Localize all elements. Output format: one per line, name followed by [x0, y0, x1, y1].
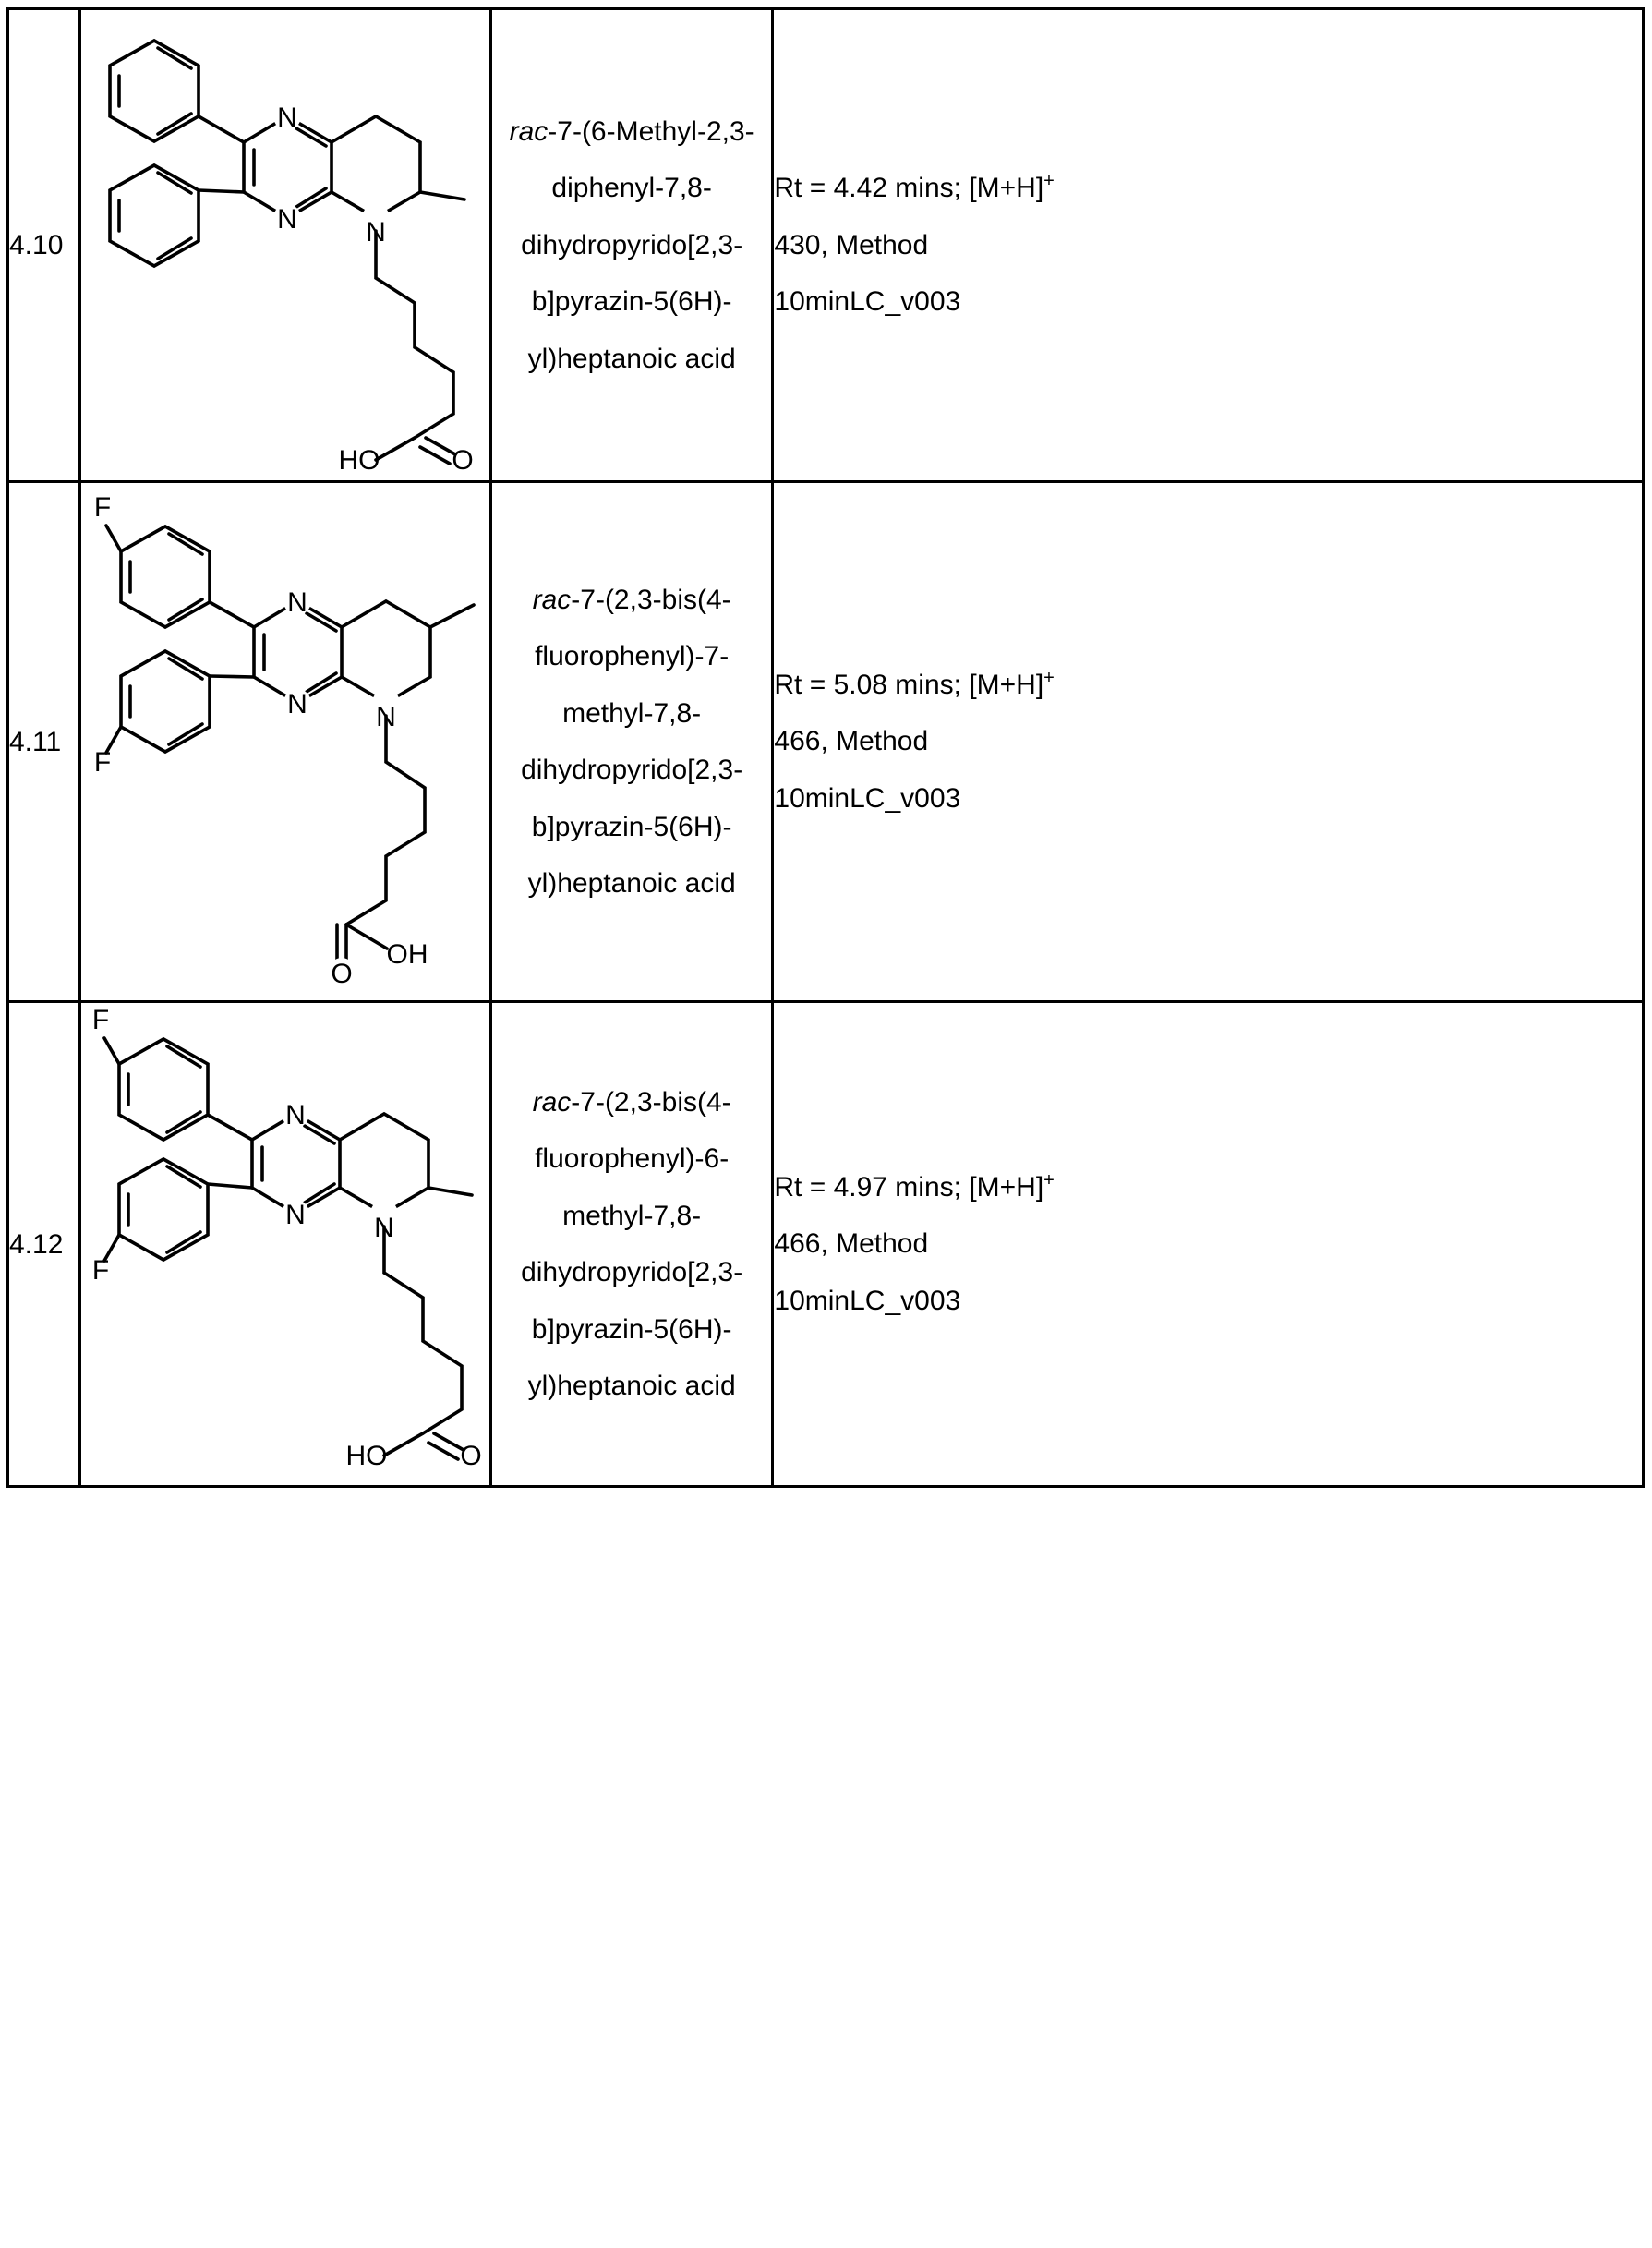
compound-name-cell-4-10: rac-7-(6-Methyl-2,3- diphenyl-7,8- dihyd…	[488, 7, 775, 483]
rt-line: 10minLC_v003	[774, 1285, 961, 1316]
atom-label-o: O	[460, 1441, 481, 1471]
charge-superscript: +	[1043, 667, 1055, 688]
rt-line: 10minLC_v003	[774, 286, 961, 318]
name-line: b]pyrazin-5(6H)-	[531, 286, 732, 318]
name-line: yl)heptanoic acid	[527, 1371, 736, 1401]
atom-label-n-top: N	[277, 103, 297, 133]
name-line: fluorophenyl)-6-	[535, 1143, 730, 1174]
name-line: yl)heptanoic acid	[527, 868, 736, 899]
atom-label-n-bottom: N	[277, 204, 297, 235]
atom-label-o: O	[331, 959, 352, 989]
table-row: 4.11	[6, 480, 1645, 1003]
atom-label-n-bottom: N	[287, 689, 307, 719]
structure-cell-4-10: N N N HO O	[78, 7, 492, 483]
rt-line: Rt = 5.08 mins; [M+H]+	[774, 657, 1642, 714]
name-line: rac-7-(2,3-bis(4-	[492, 1074, 772, 1131]
atom-label-n-amine: N	[374, 1213, 394, 1243]
name-line: b]pyrazin-5(6H)-	[531, 1313, 732, 1345]
compound-number: 4.11	[9, 726, 62, 757]
name-line: rac-7-(2,3-bis(4-	[492, 572, 772, 629]
rac-prefix: rac	[532, 584, 572, 615]
structure-4-11: N N N F F O OH	[94, 492, 476, 989]
compound-number-cell: 4.11	[6, 480, 82, 1003]
atom-label-n-amine: N	[376, 702, 396, 732]
rac-prefix: rac	[509, 115, 549, 147]
name-line: fluorophenyl)-7-	[535, 641, 730, 671]
name-line: methyl-7,8-	[562, 1200, 702, 1231]
compound-number: 4.12	[9, 1228, 64, 1260]
atom-label-n-bottom: N	[285, 1200, 306, 1230]
atom-label-f-bottom: F	[94, 747, 111, 778]
rt-line: 10minLC_v003	[774, 782, 961, 814]
name-line: rac-7-(6-Methyl-2,3-	[492, 103, 772, 161]
rt-line: Rt = 4.42 mins; [M+H]+	[774, 160, 1642, 217]
structure-4-10: N N N HO O	[108, 38, 474, 476]
structure-cell-4-11: N N N F F O OH	[78, 480, 492, 1003]
rt-line: 430, Method	[774, 229, 929, 260]
table-row: 4.12	[6, 1000, 1645, 1488]
charge-superscript: +	[1043, 1169, 1055, 1190]
name-line-1-rest: -7-(2,3-bis(4-	[571, 1086, 731, 1118]
name-line-1-rest: -7-(6-Methyl-2,3-	[548, 115, 754, 147]
table-row: 4.10	[6, 7, 1645, 483]
structure-4-12: N N N F F HO O	[92, 1007, 482, 1471]
atom-label-f-top: F	[92, 1007, 109, 1035]
rt-line: 466, Method	[774, 726, 929, 757]
compound-table: 4.10	[6, 7, 1645, 1488]
compound-number: 4.10	[9, 230, 64, 260]
atom-label-f-bottom: F	[92, 1255, 109, 1286]
name-line: methyl-7,8-	[562, 697, 702, 729]
atom-label-ho: HO	[339, 445, 380, 476]
name-line-1-rest: -7-(2,3-bis(4-	[571, 584, 731, 615]
compound-name-cell-4-11: rac-7-(2,3-bis(4- fluorophenyl)-7- methy…	[488, 480, 775, 1003]
compound-name-cell-4-12: rac-7-(2,3-bis(4- fluorophenyl)-6- methy…	[488, 1000, 775, 1488]
rt-line: 466, Method	[774, 1228, 929, 1260]
name-line: dihydropyrido[2,3-	[521, 755, 743, 785]
analytical-data-cell-4-11: Rt = 5.08 mins; [M+H]+ 466, Method 10min…	[771, 480, 1645, 1003]
rt-text: Rt = 5.08 mins; [M+H]	[774, 669, 1044, 700]
analytical-data-cell-4-10: Rt = 4.42 mins; [M+H]+ 430, Method 10min…	[771, 7, 1645, 483]
atom-label-ho: HO	[346, 1441, 388, 1471]
name-line: diphenyl-7,8-	[551, 173, 712, 204]
atom-label-oh: OH	[387, 939, 428, 970]
rt-line: Rt = 4.97 mins; [M+H]+	[774, 1159, 1642, 1216]
compound-number-cell: 4.10	[6, 7, 82, 483]
charge-superscript: +	[1043, 171, 1055, 192]
rt-text: Rt = 4.42 mins; [M+H]	[774, 173, 1044, 204]
name-line: dihydropyrido[2,3-	[521, 229, 743, 260]
compound-number-cell: 4.12	[6, 1000, 82, 1488]
rt-text: Rt = 4.97 mins; [M+H]	[774, 1171, 1044, 1203]
analytical-data-cell-4-12: Rt = 4.97 mins; [M+H]+ 466, Method 10min…	[771, 1000, 1645, 1488]
patent-table-page: 4.10	[0, 7, 1652, 2248]
name-line: dihydropyrido[2,3-	[521, 1257, 743, 1287]
atom-label-f-top: F	[94, 492, 111, 523]
structure-cell-4-12: N N N F F HO O	[78, 1000, 492, 1488]
atom-label-n-top: N	[287, 587, 307, 618]
atom-label-n-top: N	[285, 1100, 306, 1130]
atom-label-o: O	[452, 445, 473, 476]
atom-label-n-amine: N	[366, 217, 386, 248]
name-line: b]pyrazin-5(6H)-	[531, 811, 732, 842]
rac-prefix: rac	[532, 1086, 572, 1118]
name-line: yl)heptanoic acid	[527, 343, 736, 374]
